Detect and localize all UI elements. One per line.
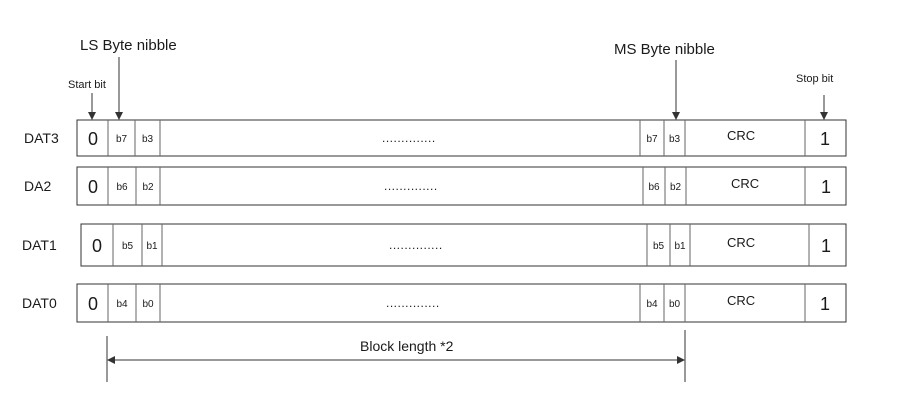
ellipsis: ..............: [384, 179, 438, 193]
first-nibble-lo: b1: [146, 241, 158, 252]
first-nibble-hi: b6: [116, 182, 128, 193]
block-length-right-arrowhead: [677, 356, 685, 364]
ellipsis: ..............: [389, 238, 443, 252]
line-label: DAT0: [22, 295, 57, 311]
block-frame: [76, 283, 847, 323]
line-label: DAT1: [22, 237, 57, 253]
crc-field: CRC: [731, 176, 759, 191]
start-bit-value: 0: [88, 294, 98, 314]
line-label: DAT3: [24, 130, 59, 146]
data-line-dat1: DAT1 0 b5 b1.............. b5 b1 CRC 1: [22, 223, 847, 267]
first-nibble-hi: b7: [116, 134, 128, 145]
last-nibble-hi: b4: [646, 299, 658, 310]
stop-bit-label: Stop bit: [796, 73, 833, 85]
data-line-dat3: DAT3 0 b7 b3.............. b7 b3 CRC 1: [24, 119, 847, 157]
start-bit-arrowhead: [88, 112, 96, 120]
start-bit-value: 0: [88, 177, 98, 197]
last-nibble-hi: b7: [646, 134, 658, 145]
start-bit-value: 0: [88, 129, 98, 149]
first-nibble-lo: b2: [142, 182, 154, 193]
first-nibble-hi: b4: [116, 299, 128, 310]
stop-bit-value: 1: [821, 236, 831, 256]
data-line-dat0: DAT0 0 b4 b0.............. b4 b0 CRC 1: [22, 283, 847, 323]
block-frame: [76, 119, 847, 157]
first-nibble-lo: b3: [142, 134, 154, 145]
last-nibble-lo: b1: [674, 241, 686, 252]
ellipsis: ..............: [382, 131, 436, 145]
stop-bit-arrowhead: [820, 112, 828, 120]
data-line-da2: DA2 0 b6 b2.............. b6 b2 CRC 1: [24, 166, 847, 206]
first-nibble-lo: b0: [142, 299, 154, 310]
block-length-label: Block length *2: [360, 338, 454, 354]
block-frame: [80, 223, 847, 267]
block-frame: [76, 166, 847, 206]
stop-bit-value: 1: [821, 177, 831, 197]
crc-field: CRC: [727, 293, 755, 308]
ms-byte-nibble-label: MS Byte nibble: [614, 41, 715, 58]
last-nibble-hi: b6: [648, 182, 660, 193]
crc-field: CRC: [727, 235, 755, 250]
line-label: DA2: [24, 178, 51, 194]
ellipsis: ..............: [386, 296, 440, 310]
start-bit-value: 0: [92, 236, 102, 256]
last-nibble-hi: b5: [653, 241, 665, 252]
ms-byte-nibble-arrowhead: [672, 112, 680, 120]
ls-byte-nibble-arrowhead: [115, 112, 123, 120]
first-nibble-hi: b5: [122, 241, 134, 252]
stop-bit-value: 1: [820, 129, 830, 149]
block-length-left-arrowhead: [107, 356, 115, 364]
last-nibble-lo: b0: [669, 299, 681, 310]
last-nibble-lo: b3: [669, 134, 681, 145]
start-bit-label: Start bit: [68, 79, 106, 91]
stop-bit-value: 1: [820, 294, 830, 314]
ls-byte-nibble-label: LS Byte nibble: [80, 37, 177, 54]
last-nibble-lo: b2: [670, 182, 682, 193]
crc-field: CRC: [727, 128, 755, 143]
